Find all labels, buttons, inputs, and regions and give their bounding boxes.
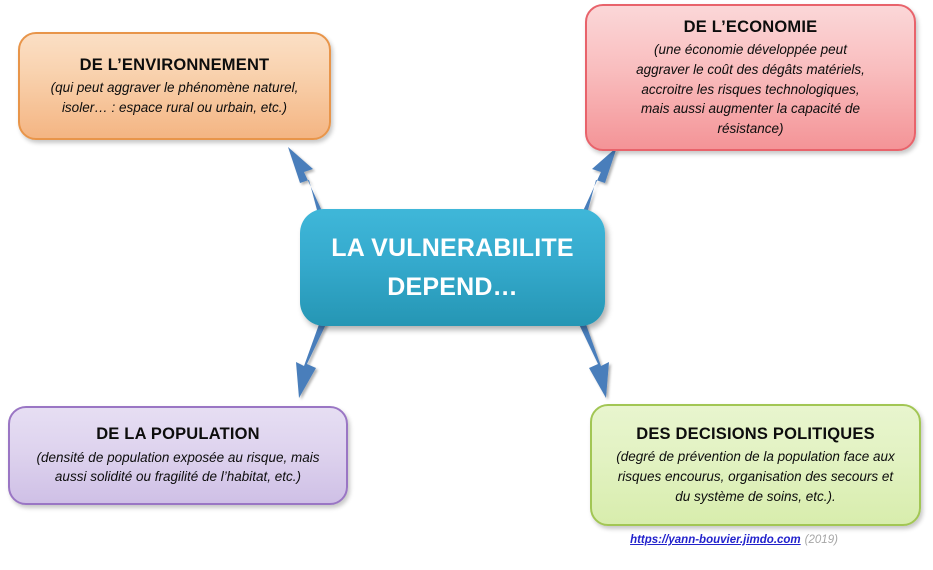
node-center-title-line-2: DEPEND… [387, 272, 518, 301]
node-decisions-body-line-1: (degré de prévention de la population fa… [616, 449, 895, 465]
node-environnement-body: (qui peut aggraver le phénomène naturel,… [51, 78, 299, 117]
arrow-center-to-population [296, 316, 328, 398]
node-economie-body: (une économie développée peut aggraver l… [636, 40, 865, 138]
node-economie-body-line-4: mais aussi augmenter la capacité de [640, 101, 861, 117]
node-center-title-line-1: LA VULNERABILITE [331, 233, 574, 262]
node-environnement-body-line-2: isoler… : espace rural ou urbain, etc.) [61, 99, 288, 115]
node-economie-body-line-2: aggraver le coût des dégâts matériels, [636, 61, 865, 77]
node-economie-body-line-3: accroitre les risques technologiques, [641, 81, 860, 97]
footer-credit: https://yann-bouvier.jimdo.com(2019) [0, 534, 933, 546]
node-economie-body-line-1: (une économie développée peut [654, 42, 847, 58]
node-economie-body-line-5: résistance) [717, 120, 784, 136]
node-center-vulnerabilite[interactable]: LA VULNERABILITE DEPEND… [300, 209, 605, 326]
footer-source-link[interactable]: https://yann-bouvier.jimdo.com [630, 534, 801, 546]
arrow-center-to-decisions [577, 316, 609, 398]
node-economie[interactable]: DE L’ECONOMIE (une économie développée p… [585, 4, 916, 151]
node-population-body-line-2: aussi solidité ou fragilité de l’habitat… [54, 469, 302, 485]
footer-year: (2019) [804, 534, 838, 546]
node-economie-title: DE L’ECONOMIE [683, 17, 818, 36]
node-population[interactable]: DE LA POPULATION (densité de population … [8, 406, 348, 505]
node-population-body-line-1: (densité de population exposée au risque… [36, 449, 320, 465]
node-decisions-politiques[interactable]: DES DECISIONS POLITIQUES (degré de préve… [590, 404, 921, 526]
node-environnement[interactable]: DE L’ENVIRONNEMENT (qui peut aggraver le… [18, 32, 331, 140]
node-population-body: (densité de population exposée au risque… [37, 448, 320, 487]
node-decisions-title: DES DECISIONS POLITIQUES [636, 424, 875, 443]
node-environnement-title: DE L’ENVIRONNEMENT [79, 55, 270, 74]
node-decisions-body-line-2: risques encourus, organisation des secou… [617, 469, 894, 485]
node-decisions-body: (degré de prévention de la population fa… [616, 447, 894, 506]
node-population-title: DE LA POPULATION [96, 425, 260, 444]
node-decisions-body-line-3: du système de soins, etc.). [675, 488, 836, 504]
node-environnement-body-line-1: (qui peut aggraver le phénomène naturel, [50, 80, 299, 96]
